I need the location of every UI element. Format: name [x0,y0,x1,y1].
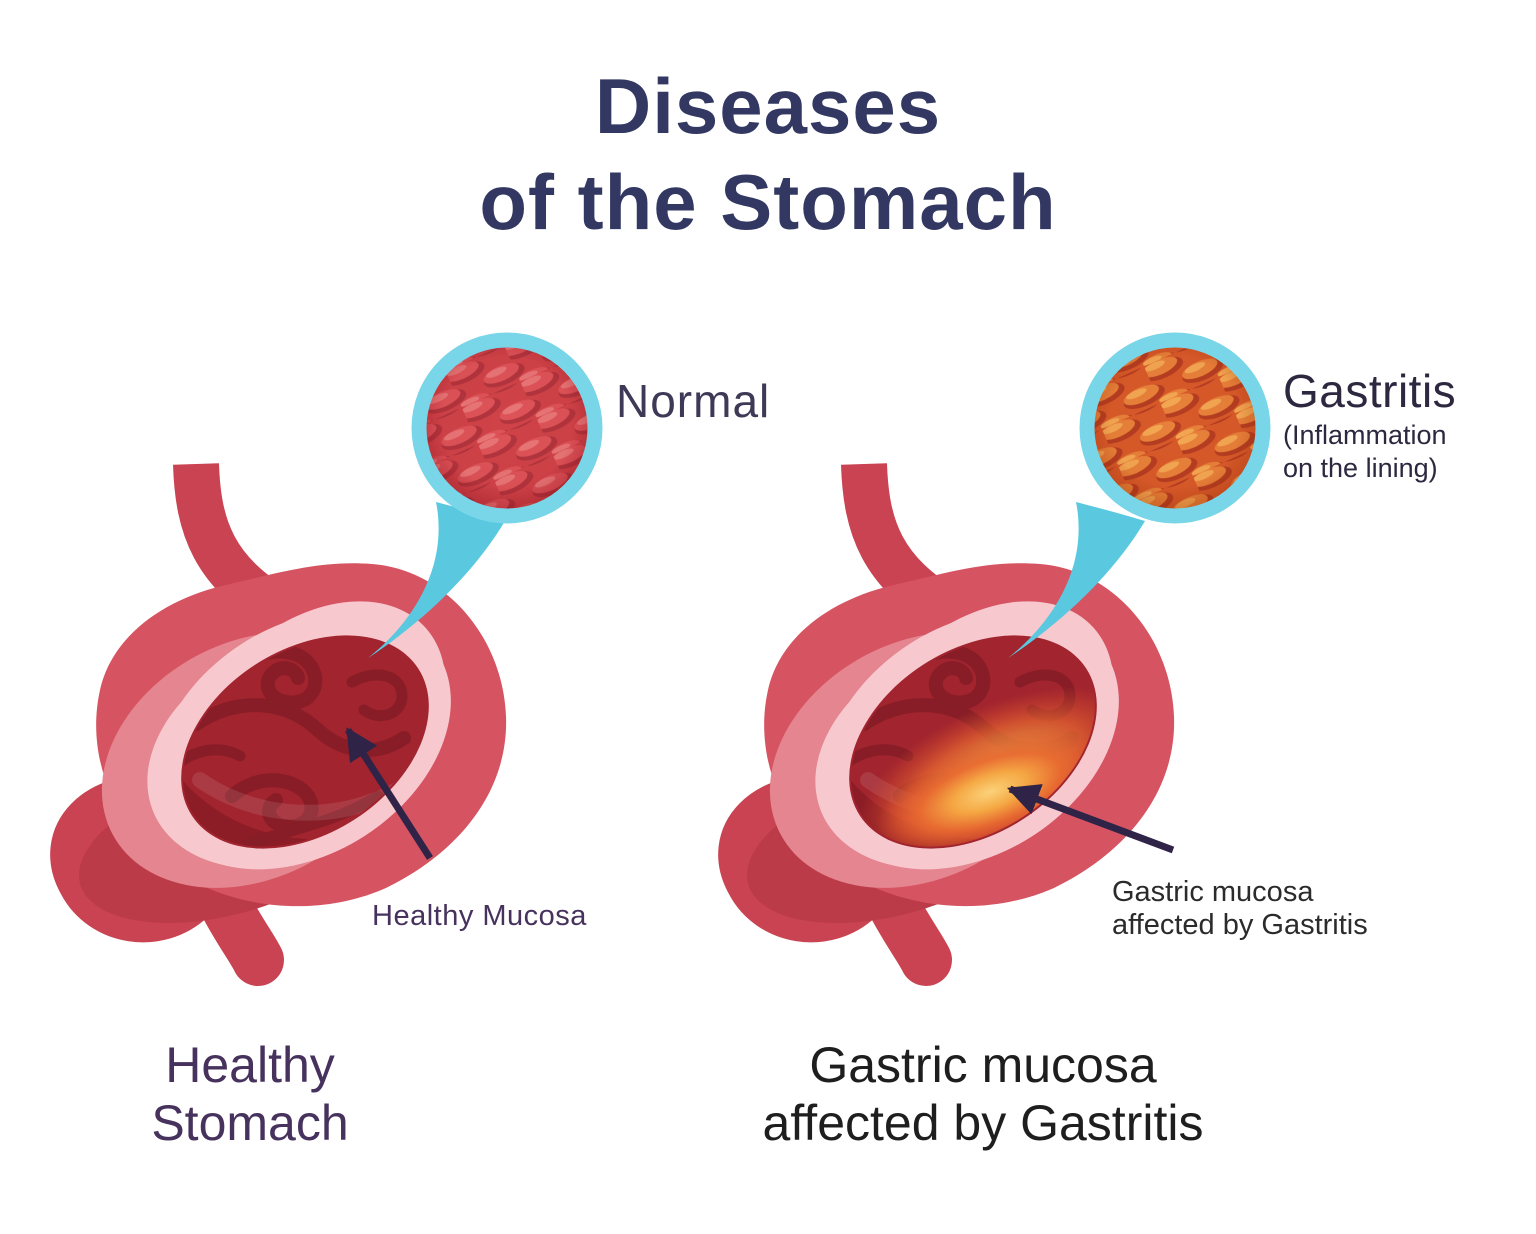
healthy-stomach-caption-line1: Healthy [165,1037,335,1093]
page-title: Diseases of the Stomach [0,58,1536,250]
healthy-stomach-caption: Healthy Stomach [70,1036,430,1152]
gastritis-inset-note: (Inflammation on the lining) [1283,419,1447,485]
healthy-mucosa-arrow [345,727,433,860]
normal-inset-wedge [368,502,505,658]
gastritis-inset-note-line1: (Inflammation [1283,420,1447,450]
affected-mucosa-annotation: Gastric mucosa affected by Gastritis [1112,876,1368,942]
gastritis-stomach-figure [725,464,1174,960]
gastritis-inset-circle [1079,332,1271,524]
gastritis-inset-note-line2: on the lining) [1283,453,1438,483]
healthy-stomach-caption-line2: Stomach [151,1095,349,1151]
affected-mucosa-arrow [1006,784,1175,854]
page-title-line2: of the Stomach [479,158,1057,246]
gastritis-stomach-caption-line1: Gastric mucosa [809,1037,1157,1093]
page-title-line1: Diseases [594,62,942,150]
normal-inset-label: Normal [616,375,771,427]
gastritis-inset-label: Gastritis [1283,365,1457,417]
healthy-mucosa-annotation: Healthy Mucosa [372,900,587,932]
inflamed-patch [858,686,1134,864]
gastritis-inset-wedge [1008,502,1145,658]
affected-mucosa-annotation-line2: affected by Gastritis [1112,909,1368,941]
affected-mucosa-annotation-line1: Gastric mucosa [1112,876,1314,908]
normal-inset-circle [411,332,603,524]
gastritis-stomach-caption: Gastric mucosa affected by Gastritis [708,1036,1258,1152]
gastritis-stomach-caption-line2: affected by Gastritis [762,1095,1204,1151]
